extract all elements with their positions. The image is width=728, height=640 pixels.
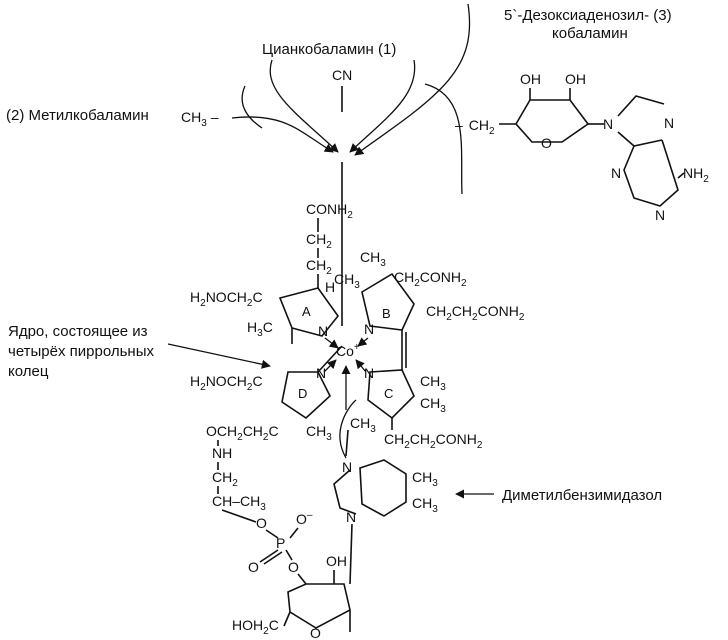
bzi-sugar-bond bbox=[349, 523, 353, 585]
n-bzi-bottom: N bbox=[346, 509, 356, 525]
dimethylbenzimidazole-label: Диметилбензимидазол bbox=[502, 487, 662, 504]
o-phos-3: O bbox=[288, 559, 299, 575]
ch3-ring-top: CH3 bbox=[334, 271, 360, 291]
bzi-chain-curve bbox=[339, 399, 357, 459]
imidazole-ring bbox=[333, 469, 357, 515]
core-label-line3: колец bbox=[8, 363, 49, 380]
n1-adenine: N bbox=[655, 207, 665, 223]
ring-b-label: B bbox=[382, 306, 391, 321]
p-bond-4 bbox=[285, 549, 293, 561]
ch3-b: CH3 bbox=[360, 249, 386, 269]
ring-d bbox=[281, 371, 331, 420]
methyl-group: CH3– bbox=[181, 109, 219, 129]
ring-b bbox=[361, 272, 415, 331]
oh-ribose-1: OH bbox=[520, 71, 541, 87]
h-label: H bbox=[325, 279, 335, 295]
ch2-a2: CH2 bbox=[306, 257, 332, 277]
hoh2c-bond bbox=[283, 611, 291, 627]
occh2ch2c: OCH2CH2C bbox=[206, 423, 279, 443]
ch-ch3-chain: CH–CH3 bbox=[212, 493, 266, 513]
n-co-bond-b bbox=[357, 337, 369, 347]
chain-to-o-bond bbox=[221, 509, 257, 523]
ch2ch2conh2-b: CH2CH2CONH2 bbox=[426, 303, 525, 323]
ring-c-label: C bbox=[384, 386, 393, 401]
p-bond-2 bbox=[289, 527, 299, 539]
o-phos-1: O bbox=[256, 515, 267, 531]
n-co-bond-d bbox=[323, 359, 337, 373]
arrow-from-cyano-right bbox=[349, 59, 416, 153]
bzi-to-co-link bbox=[345, 429, 349, 457]
adenosylcobalamin-label-line1: 5`-Дезоксиаденозил- (3) bbox=[504, 7, 672, 24]
imidazole-adenine bbox=[617, 95, 665, 147]
conh2-top: CONH2 bbox=[306, 201, 353, 221]
ch3-c1: CH3 bbox=[420, 373, 446, 393]
arrow-from-adenosyl bbox=[354, 3, 471, 156]
ring-a-label: A bbox=[302, 304, 311, 319]
n-bzi-top: N bbox=[342, 459, 352, 475]
n3-adenine: N bbox=[611, 165, 621, 181]
methylcobalamin-label: (2) Метилкобаламин bbox=[6, 107, 149, 124]
cn-group: CN bbox=[332, 67, 352, 83]
p-bond-3 bbox=[259, 549, 279, 563]
ch2-adenosyl: –CH2 bbox=[455, 117, 495, 137]
p-bond-1 bbox=[265, 529, 279, 539]
core-label-arrow bbox=[167, 343, 271, 369]
ring-a bbox=[278, 287, 340, 337]
p-sugar-bond bbox=[297, 573, 307, 585]
cobalt-center: Co+ bbox=[336, 342, 360, 359]
ch3-bzi-1: CH3 bbox=[412, 469, 438, 489]
nh2-adenine: NH2 bbox=[683, 165, 709, 185]
nh2-bond bbox=[677, 172, 685, 179]
core-label-line2: четырёх пиррольных bbox=[8, 343, 154, 360]
n-ring-d: N bbox=[316, 365, 326, 381]
h2nocch2-d: H2NOCH2C bbox=[190, 373, 263, 393]
ribose-ring bbox=[515, 99, 590, 143]
ribose-lower-ring bbox=[287, 583, 351, 629]
ch3-c3: CH3 bbox=[350, 415, 376, 435]
cyanocobalamin-label: Цианкобаламин (1) bbox=[262, 41, 396, 58]
phosphorus: P bbox=[276, 535, 285, 551]
nh-chain: NH bbox=[212, 445, 232, 461]
h2nocch2-a: H2NOCH2C bbox=[190, 289, 263, 309]
oh-lower: OH bbox=[326, 553, 347, 569]
o-ribose-lower: O bbox=[310, 625, 321, 640]
ch2conh2-b: CH2CONH2 bbox=[394, 269, 467, 289]
arrow-from-methyl bbox=[231, 116, 334, 153]
n-co-bond-c bbox=[355, 359, 367, 373]
arrow-from-cyano-left bbox=[269, 59, 339, 153]
benzene-ring bbox=[359, 459, 407, 517]
pyrimidine-adenine bbox=[623, 139, 679, 207]
hoh2c: HOH2C bbox=[232, 617, 279, 637]
o-phos-double: O bbox=[248, 559, 259, 575]
core-label-line1: Ядро, состоящее из bbox=[8, 323, 148, 340]
ring-d-label: D bbox=[298, 386, 307, 401]
ch2-a1: CH2 bbox=[306, 231, 332, 251]
oh-ribose-2: OH bbox=[565, 71, 586, 87]
h3c-a: H3C bbox=[247, 319, 273, 339]
o-phos-minus: O– bbox=[296, 510, 313, 527]
n-ring-c: N bbox=[364, 365, 374, 381]
n9-adenine: N bbox=[603, 116, 613, 132]
o-ribose: O bbox=[541, 135, 552, 151]
n-ring-a: N bbox=[318, 323, 328, 339]
ch3-d: CH3 bbox=[306, 423, 332, 443]
ch3-bzi-2: CH3 bbox=[412, 495, 438, 515]
curve-left-bracket bbox=[241, 85, 263, 129]
n-ring-b: N bbox=[364, 321, 374, 337]
n-co-bond-a bbox=[324, 337, 339, 349]
ring-c bbox=[367, 369, 415, 420]
curve-right-bracket bbox=[424, 83, 463, 195]
ch2ch2conh2-c: CH2CH2CONH2 bbox=[384, 431, 483, 451]
adenosylcobalamin-label-line2: кобаламин bbox=[552, 25, 628, 42]
ch2-chain: CH2 bbox=[212, 469, 238, 489]
n7-adenine: N bbox=[664, 115, 674, 131]
p-bond-3b bbox=[263, 551, 283, 565]
ch3-c2: CH3 bbox=[420, 395, 446, 415]
d-a-link bbox=[317, 345, 343, 373]
